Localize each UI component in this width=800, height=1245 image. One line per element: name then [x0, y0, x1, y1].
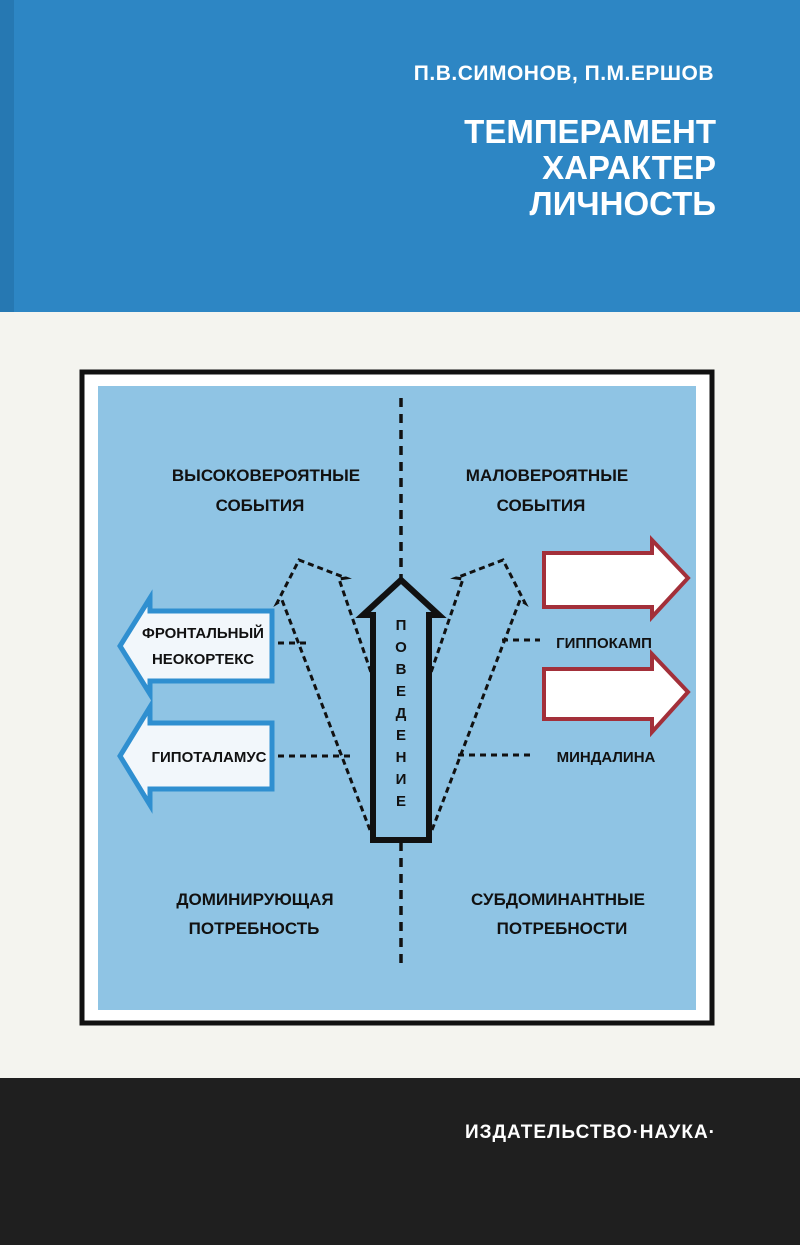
quadrant-top-left-line-1: ВЫСОКОВЕРОЯТНЫЕ	[172, 466, 360, 485]
behavior-letter: Н	[396, 749, 407, 766]
behavior-letter: Е	[396, 683, 406, 700]
frontal-label-line-2: НЕОКОРТЕКС	[152, 651, 254, 668]
dashed-arrow-right	[374, 558, 529, 832]
spine-shadow	[0, 0, 14, 312]
quadrant-bottom-left-line-1: ДОМИНИРУЮЩАЯ	[176, 890, 333, 909]
title-line-3: ЛИЧНОСТЬ	[529, 185, 716, 222]
quadrant-top-left-line-2: СОБЫТИЯ	[216, 496, 305, 515]
behavior-arrow	[355, 575, 447, 843]
hippocampus-label: ГИППОКАМП	[556, 635, 652, 652]
authors: П.В.СИМОНОВ, П.М.ЕРШОВ	[413, 62, 714, 85]
behavior-letter: П	[396, 617, 407, 634]
hippocampus-arrow	[542, 534, 691, 623]
behavior-letter: О	[395, 639, 407, 656]
quadrant-bottom-left-line-2: ПОТРЕБНОСТЬ	[189, 919, 320, 938]
behavior-letter: Е	[396, 727, 406, 744]
top-blue-band	[0, 0, 800, 312]
dashed-arrow-left	[273, 558, 428, 832]
amygdala-arrow	[542, 648, 691, 738]
title-line-1: ТЕМПЕРАМЕНТ	[464, 113, 716, 150]
frontal-label-line-1: ФРОНТАЛЬНЫЙ	[142, 624, 264, 642]
title-line-2: ХАРАКТЕР	[542, 149, 716, 186]
quadrant-bottom-right-line-1: СУБДОМИНАНТНЫЕ	[471, 890, 645, 909]
publisher: ИЗДАТЕЛЬСТВО·НАУКА·	[464, 1122, 716, 1143]
amygdala-label: МИНДАЛИНА	[557, 749, 656, 766]
quadrant-top-right-line-1: МАЛОВЕРОЯТНЫЕ	[466, 466, 628, 485]
quadrant-bottom-right-line-2: ПОТРЕБНОСТИ	[497, 919, 628, 938]
behavior-letter: И	[396, 771, 407, 788]
quadrant-top-right-line-2: СОБЫТИЯ	[497, 496, 586, 515]
behavior-letter: Д	[396, 705, 407, 722]
bottom-black-band	[0, 1078, 800, 1245]
behavior-letter: В	[396, 661, 407, 678]
behavior-letter: Е	[396, 793, 406, 810]
hypothalamus-label: ГИПОТАЛАМУС	[152, 749, 267, 766]
behavior-letters: П О В Е Д Е Н И Е	[395, 617, 407, 810]
hypothalamus-arrow	[117, 698, 275, 814]
frontal-neocortex-arrow	[117, 589, 275, 703]
